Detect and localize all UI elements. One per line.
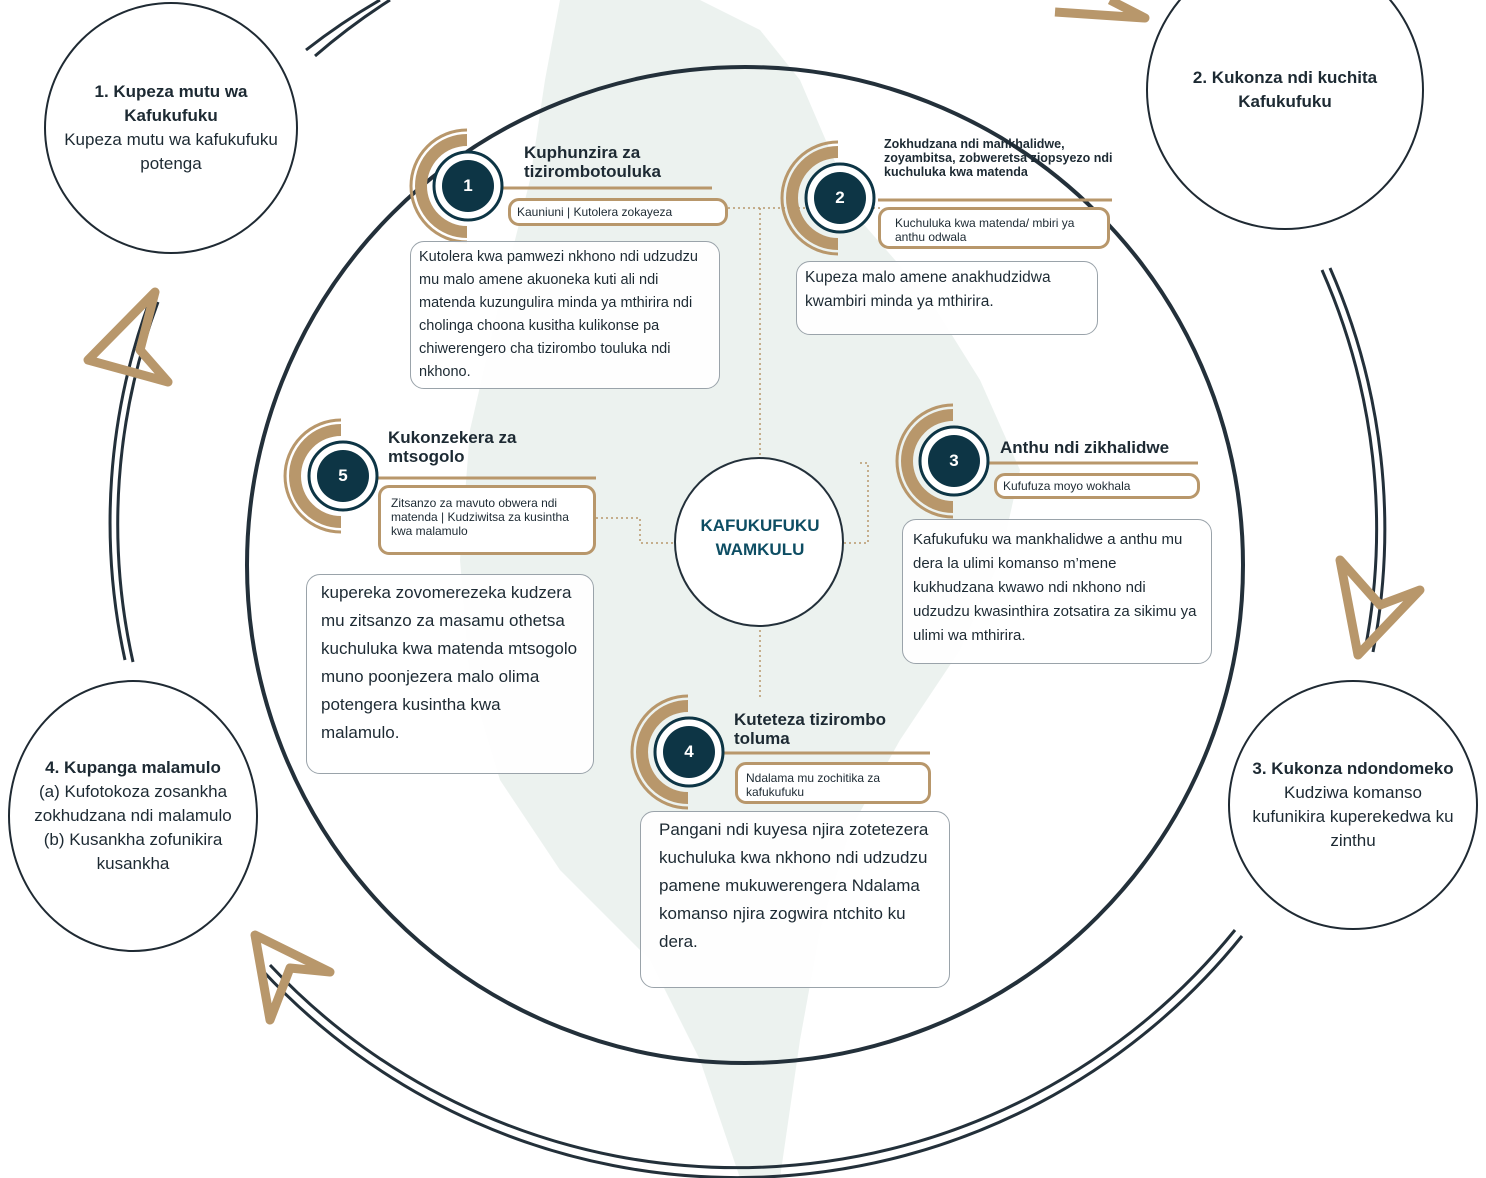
step-3-number: 3 xyxy=(949,451,959,470)
step-2-tag: Kuchuluka kwa matenda/ mbiri ya anthu od… xyxy=(878,207,1110,249)
outer-stage-1-text: Kupeza mutu wa kafukufuku potenga xyxy=(64,130,278,173)
arrowhead-left xyxy=(83,287,173,387)
step-1-number: 1 xyxy=(463,176,473,195)
step-5-tag: Zitsanzo za mavuto obwera ndi matenda | … xyxy=(378,485,596,555)
center-label-line-2: WAMKULU xyxy=(715,540,805,559)
step-2-number: 2 xyxy=(835,188,845,207)
center-label-line-1: KAFUKUFUKU xyxy=(700,516,820,535)
outer-stage-2-node: 2. Kukonza ndi kuchita Kafukufuku xyxy=(1146,0,1424,230)
outer-stage-4-title: 4. Kupanga malamulo xyxy=(45,758,221,777)
outer-stage-3-text: Kudziwa komanso kufunikira kuperekedwa k… xyxy=(1252,783,1454,850)
step-title-underlines xyxy=(370,186,1198,755)
outer-stage-3-node: 3. Kukonza ndondomeko Kudziwa komanso ku… xyxy=(1228,680,1478,930)
outer-stage-4-node: 4. Kupanga malamulo (a) Kufotokoza zosan… xyxy=(8,680,258,952)
outer-stage-1-title: 1. Kupeza mutu wa Kafukufuku xyxy=(94,82,248,125)
badge-1 xyxy=(409,128,504,244)
badge-3 xyxy=(895,403,990,519)
badge-2 xyxy=(780,140,876,256)
center-circle xyxy=(674,457,844,627)
step-5-number: 5 xyxy=(338,466,348,485)
step-3-title: Anthu ndi zikhalidwe xyxy=(1000,438,1170,457)
arrowhead-right xyxy=(1335,555,1425,660)
badge-5 xyxy=(283,418,379,534)
step-5-description: kupereka zovomerezeka kudzera mu zitsanz… xyxy=(306,574,594,774)
step-4-description: Pangani ndi kuyesa njira zotetezera kuch… xyxy=(640,811,950,988)
cycle-arrowheads xyxy=(83,0,1425,1025)
step-2-description: Kupeza malo amene anakhudzidwa kwambiri … xyxy=(796,261,1098,335)
badge-4 xyxy=(630,694,725,810)
step-3-description: Kafukufuku wa mankhalidwe a anthu mu der… xyxy=(902,519,1212,664)
step-4-title: Kuteteza tizirombo toluma xyxy=(734,710,887,748)
step-1-tag: Kauniuni | Kutolera zokayeza xyxy=(508,198,728,226)
outer-stage-4-text: (a) Kufotokoza zosankha zokhudzana ndi m… xyxy=(34,782,232,873)
step-4-number: 4 xyxy=(684,742,694,761)
center-label: KAFUKUFUKU WAMKULU xyxy=(680,514,840,562)
outer-stage-3-title: 3. Kukonza ndondomeko xyxy=(1252,759,1454,778)
arrowhead-top-right xyxy=(1054,0,1150,23)
step-1-title: Kuphunzira za tizirombotouluka xyxy=(524,143,661,181)
step-4-tag: Ndalama mu zochitika za kafukufuku xyxy=(735,762,931,804)
outer-stage-1-node: 1. Kupeza mutu wa Kafukufuku Kupeza mutu… xyxy=(44,2,298,254)
step-1-description: Kutolera kwa pamwezi nkhono ndi udzudzu … xyxy=(410,241,720,389)
step-5-title: Kukonzekera za mtsogolo xyxy=(388,428,517,466)
outer-stage-2-title: 2. Kukonza ndi kuchita Kafukufuku xyxy=(1192,68,1378,111)
step-2-title: Zokhudzana ndi mankhalidwe, zoyambitsa, … xyxy=(884,137,1113,179)
step-3-tag: Kufufuza moyo wokhala xyxy=(994,473,1200,499)
arrowhead-bottom-left xyxy=(250,930,335,1025)
main-circle xyxy=(245,65,1245,1065)
